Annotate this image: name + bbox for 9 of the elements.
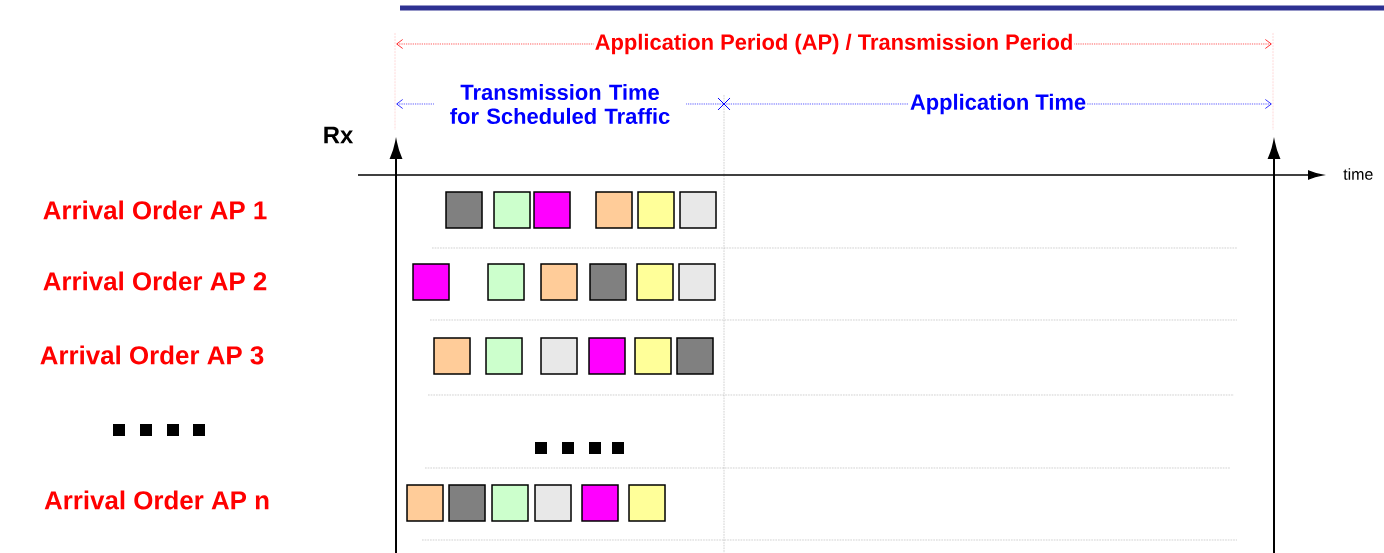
label-text: Arrival Order AP 2 bbox=[43, 271, 267, 291]
label-text: Arrival Order AP 3 bbox=[40, 345, 264, 365]
label-text: Arrival Order AP 1 bbox=[43, 200, 267, 220]
label-text: Rx bbox=[324, 126, 354, 144]
label-text: Application Period (AP) / Transmission Period bbox=[593, 32, 1075, 56]
label-text: time bbox=[1343, 168, 1373, 180]
label-text: Transmission Time for Scheduled Traffic bbox=[434, 83, 686, 125]
label-text: Arrival Order AP n bbox=[44, 490, 269, 510]
label-text: Application Time bbox=[908, 92, 1088, 116]
